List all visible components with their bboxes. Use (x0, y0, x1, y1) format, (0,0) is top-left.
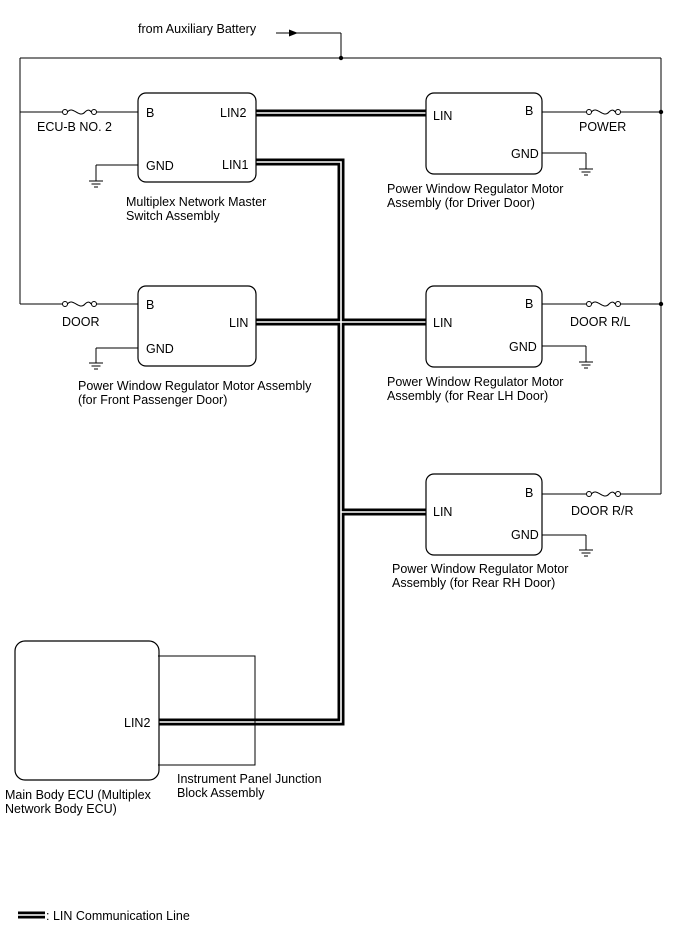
ground-icon-rear-lh (542, 345, 593, 369)
instrument-panel-junction-block (158, 655, 256, 766)
driver-pin-lin: LIN (433, 109, 452, 123)
fuse-power (542, 109, 661, 115)
rear-rh-motor-assembly: LIN B GND (425, 473, 543, 556)
front-passenger-pin-b: B (146, 298, 154, 312)
main-body-ecu: LIN2 (14, 640, 160, 781)
fuse-ecub-label: ECU-B NO. 2 (37, 120, 112, 134)
rear-rh-name-1: Power Window Regulator Motor (392, 562, 568, 576)
driver-door-motor-assembly: LIN B GND (425, 92, 543, 175)
fuse-door-label: DOOR (62, 315, 100, 329)
rear-lh-name-2: Assembly (for Rear LH Door) (387, 389, 548, 403)
master-pin-b: B (146, 106, 154, 120)
rear-lh-pin-b: B (525, 297, 533, 311)
front-passenger-motor-assembly: B GND LIN (137, 285, 257, 367)
main-body-ecu-name-2: Network Body ECU) (5, 802, 117, 816)
rear-rh-pin-b: B (525, 486, 533, 500)
driver-pin-gnd: GND (511, 147, 539, 161)
master-switch-name-1: Multiplex Network Master (126, 195, 266, 209)
lin-communication-lines (158, 109, 426, 726)
main-body-ecu-name-1: Main Body ECU (Multiplex (5, 788, 152, 802)
fuse-door-rl-label: DOOR R/L (570, 315, 630, 329)
master-switch-assembly: B GND LIN2 LIN1 (137, 92, 257, 183)
rear-lh-name-1: Power Window Regulator Motor (387, 375, 563, 389)
rear-lh-pin-gnd: GND (509, 340, 537, 354)
driver-door-name-2: Assembly (for Driver Door) (387, 196, 535, 210)
junction-block-name-2: Block Assembly (177, 786, 265, 800)
fuse-door-rr (542, 491, 661, 497)
front-passenger-name-2: (for Front Passenger Door) (78, 393, 227, 407)
legend-label: : LIN Communication Line (46, 909, 190, 923)
fuse-door-rl (542, 301, 661, 307)
master-switch-name-2: Switch Assembly (126, 209, 221, 223)
driver-pin-b: B (525, 104, 533, 118)
fuse-door-rr-label: DOOR R/R (571, 504, 634, 518)
fuse-door (20, 301, 138, 307)
master-pin-lin2: LIN2 (220, 106, 246, 120)
power-supply-wiring (19, 29, 664, 494)
master-pin-gnd: GND (146, 159, 174, 173)
junction-block-name-1: Instrument Panel Junction (177, 772, 322, 786)
master-pin-lin1: LIN1 (222, 158, 248, 172)
front-passenger-pin-lin: LIN (229, 316, 248, 330)
front-passenger-pin-gnd: GND (146, 342, 174, 356)
front-passenger-name-1: Power Window Regulator Motor Assembly (78, 379, 312, 393)
rear-rh-pin-lin: LIN (433, 505, 452, 519)
driver-door-name-1: Power Window Regulator Motor (387, 182, 563, 196)
supply-label: from Auxiliary Battery (138, 22, 257, 36)
ground-icon-front-passenger (89, 347, 138, 370)
rear-rh-pin-gnd: GND (511, 528, 539, 542)
rear-lh-motor-assembly: LIN B GND (425, 285, 543, 368)
ground-icon-driver (542, 152, 593, 176)
ground-icon-rear-rh (542, 534, 593, 557)
fuse-ecub-no2 (20, 109, 138, 115)
main-body-ecu-pin-lin2: LIN2 (124, 716, 150, 730)
fuse-power-label: POWER (579, 120, 626, 134)
rear-rh-name-2: Assembly (for Rear RH Door) (392, 576, 555, 590)
legend: : LIN Communication Line (18, 909, 190, 923)
ground-icon-master (89, 164, 138, 188)
rear-lh-pin-lin: LIN (433, 316, 452, 330)
